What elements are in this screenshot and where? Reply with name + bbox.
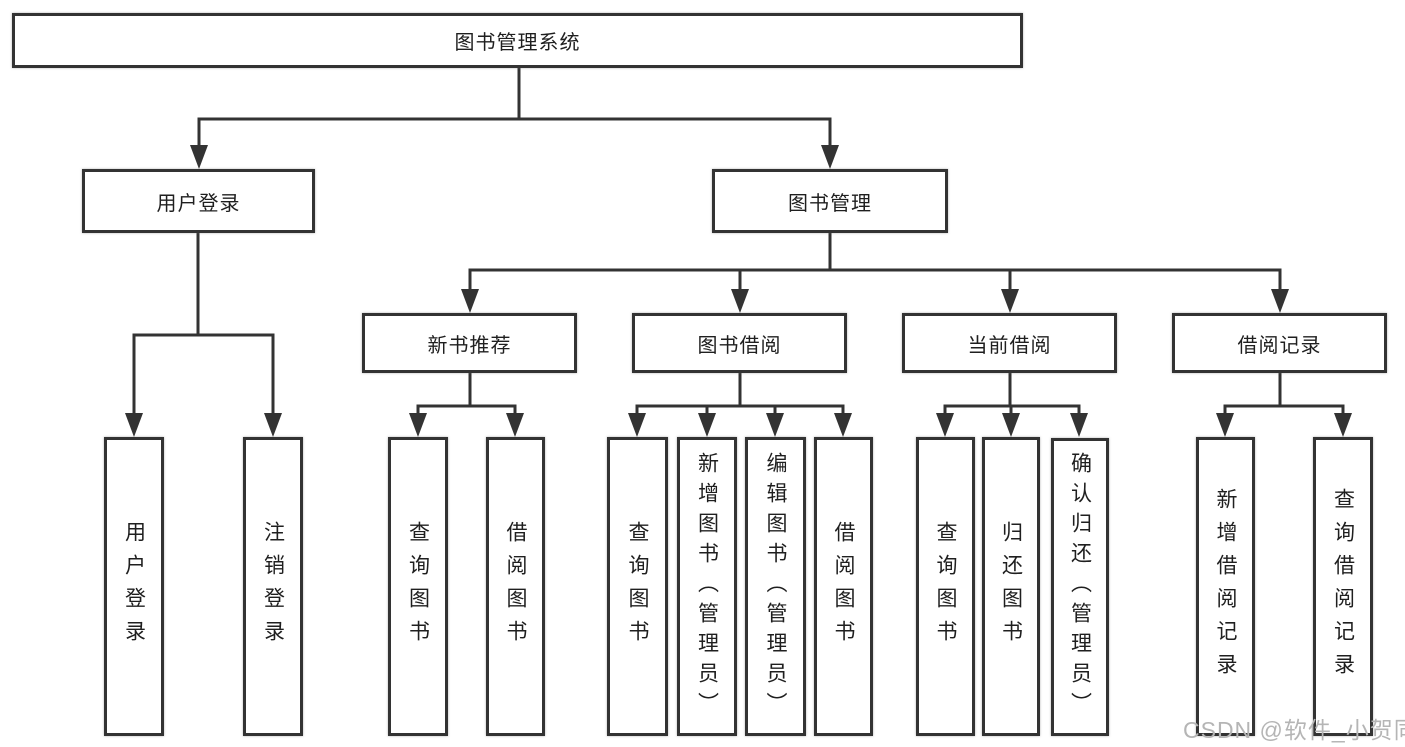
leaf-query-books-borrow: 查询图书 xyxy=(607,437,668,736)
node-borrow-records: 借阅记录 xyxy=(1172,313,1387,373)
leaf-user-login: 用户登录 xyxy=(104,437,164,736)
node-book-borrow: 图书借阅 xyxy=(632,313,847,373)
leaf-borrow-books: 借阅图书 xyxy=(814,437,873,736)
leaf-add-borrow-record: 新增借阅记录 xyxy=(1196,437,1255,736)
leaf-borrow-books-recommend: 借阅图书 xyxy=(486,437,545,736)
node-user-login: 用户登录 xyxy=(82,169,315,233)
node-new-book-recommend: 新书推荐 xyxy=(362,313,577,373)
leaf-logout: 注销登录 xyxy=(243,437,303,736)
node-root: 图书管理系统 xyxy=(12,13,1023,68)
node-book-management: 图书管理 xyxy=(712,169,948,233)
leaf-confirm-return-admin: 确认归还（管理员） xyxy=(1051,438,1109,736)
leaf-add-book-admin: 新增图书（管理员） xyxy=(677,437,737,736)
leaf-return-books: 归还图书 xyxy=(982,437,1040,736)
leaf-query-books-recommend: 查询图书 xyxy=(388,437,448,736)
csdn-watermark: CSDN @软件_小贺同学 xyxy=(1183,717,1405,743)
leaf-edit-book-admin: 编辑图书（管理员） xyxy=(745,437,806,736)
node-current-borrow: 当前借阅 xyxy=(902,313,1117,373)
leaf-query-borrow-record: 查询借阅记录 xyxy=(1313,437,1373,736)
leaf-query-books-current: 查询图书 xyxy=(916,437,975,736)
